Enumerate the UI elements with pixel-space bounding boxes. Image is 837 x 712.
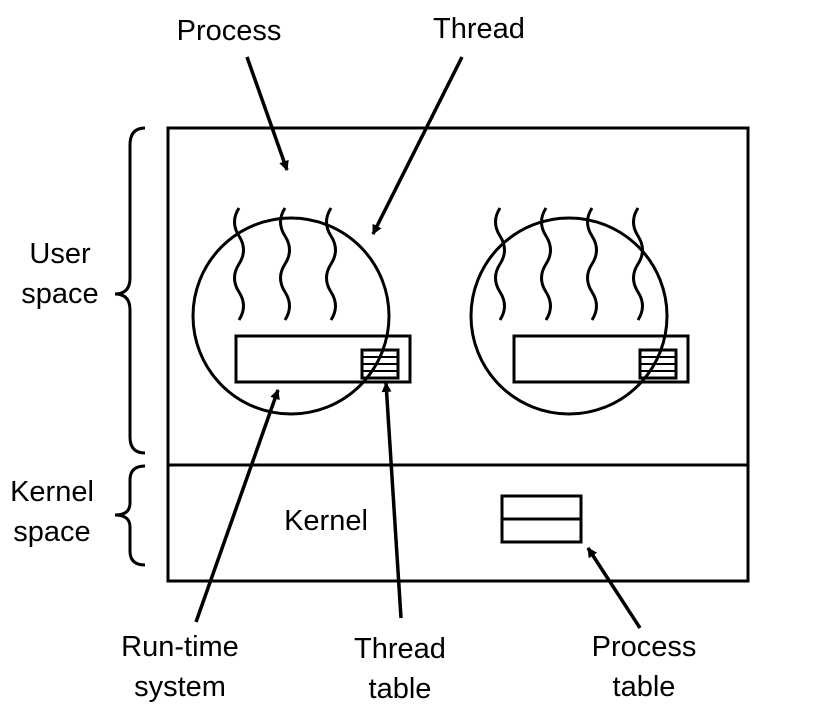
- system-box: [166, 126, 750, 583]
- runtime-system-label-1: Run-time: [121, 631, 239, 663]
- thread-wavy-line: [279, 207, 291, 321]
- process-table-arrow: [586, 547, 642, 629]
- kernel-space-label-2: space: [13, 516, 90, 548]
- thread-wavy-line: [540, 207, 552, 321]
- runtime-system-box: [512, 334, 690, 384]
- kernel-space-brace: [114, 464, 146, 567]
- process-table-label-1: Process: [592, 631, 697, 663]
- process-label: Process: [177, 15, 282, 47]
- thread-table-label-1: Thread: [354, 633, 446, 665]
- thread-label: Thread: [433, 13, 525, 45]
- kernel-space-label-1: Kernel: [10, 476, 94, 508]
- user-space-brace: [114, 126, 146, 455]
- user-space-label-1: User: [29, 238, 91, 270]
- process-circle: [469, 216, 669, 416]
- thread-table-label-2: table: [369, 673, 432, 705]
- thread-wavy-line: [586, 207, 598, 321]
- process-circle: [191, 216, 391, 416]
- kernel-label: Kernel: [284, 505, 368, 537]
- thread-wavy-line: [632, 207, 644, 321]
- process-arrow: [245, 56, 289, 171]
- thread-table-arrow: [381, 382, 403, 619]
- runtime-system-box: [234, 334, 412, 384]
- thread-arrow: [371, 56, 464, 235]
- thread-wavy-line: [233, 207, 245, 321]
- user-space-label-2: space: [21, 278, 98, 310]
- runtime-system-arrow: [194, 389, 280, 623]
- process-table-label-2: table: [613, 671, 676, 703]
- thread-wavy-line: [494, 207, 506, 321]
- runtime-system-label-2: system: [134, 671, 226, 703]
- thread-wavy-line: [325, 207, 337, 321]
